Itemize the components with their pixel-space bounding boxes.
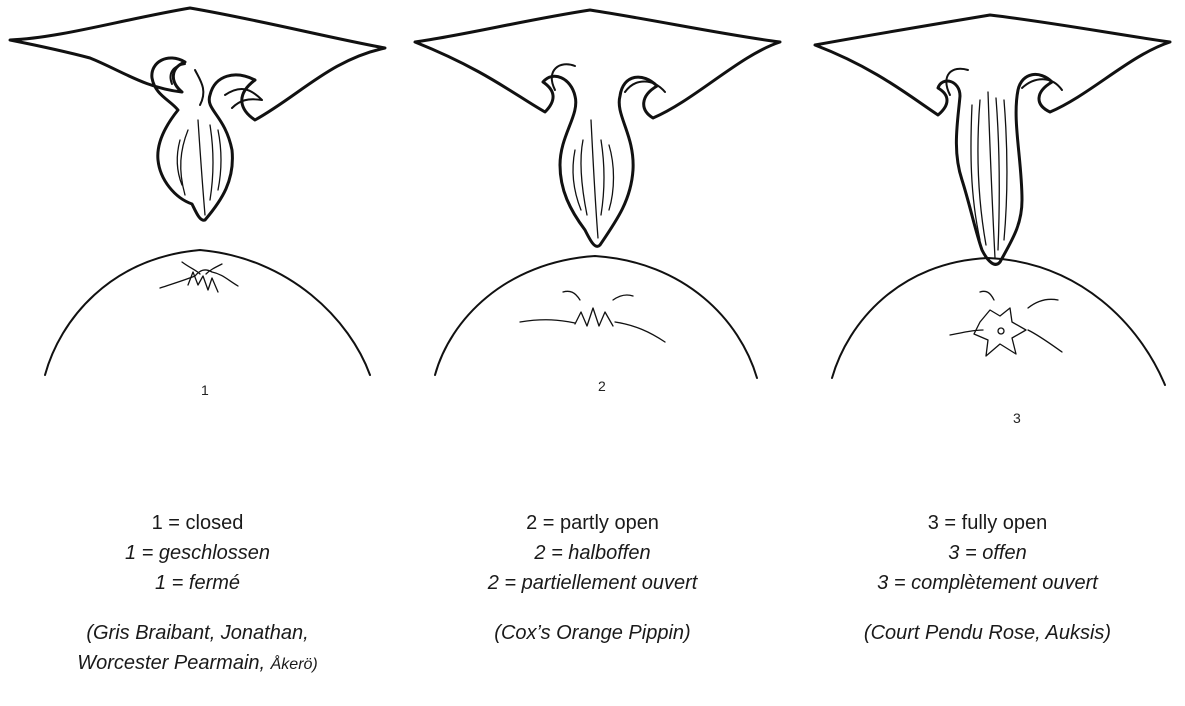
caption-french: 3 = complètement ouvert [790,568,1185,598]
caption-english: 2 = partly open [395,508,790,538]
panel-partly-open: 2 2 = partly open 2 = halboffen 2 = part… [395,0,790,706]
caption-french: 2 = partiellement ouvert [395,568,790,598]
varieties-line-1: (Court Pendu Rose, Auksis) [790,618,1185,648]
caption-english: 3 = fully open [790,508,1185,538]
panel-fully-open: 3 3 = fully open 3 = offen 3 = complètem… [790,0,1185,706]
varieties-line-2a: Worcester Pearmain, [77,652,270,674]
example-varieties: (Court Pendu Rose, Auksis) [790,618,1185,648]
fruit-outline-fully-open [790,0,1185,420]
caption-french: 1 = fermé [0,568,395,598]
varieties-line-2b: Åkerö) [271,656,318,673]
varieties-line-2: Worcester Pearmain, Åkerö) [0,648,395,680]
caption-german: 2 = halboffen [395,538,790,568]
example-varieties: (Gris Braibant, Jonathan, Worcester Pear… [0,618,395,680]
panel-number: 1 [201,382,209,398]
panel-closed: 1 1 = closed 1 = geschlossen 1 = fermé (… [0,0,395,706]
caption-german: 1 = geschlossen [0,538,395,568]
example-varieties: (Cox’s Orange Pippin) [395,618,790,648]
panel-number: 2 [598,378,606,394]
fruit-outline-closed [0,0,395,420]
caption-block: 3 = fully open 3 = offen 3 = complètemen… [790,508,1185,598]
panel-number: 3 [1013,410,1021,426]
varieties-line-1: (Gris Braibant, Jonathan, [0,618,395,648]
caption-german: 3 = offen [790,538,1185,568]
caption-block: 2 = partly open 2 = halboffen 2 = partie… [395,508,790,598]
varieties-line-1: (Cox’s Orange Pippin) [395,618,790,648]
fruit-outline-partly-open [395,0,790,420]
caption-english: 1 = closed [0,508,395,538]
caption-block: 1 = closed 1 = geschlossen 1 = fermé [0,508,395,598]
